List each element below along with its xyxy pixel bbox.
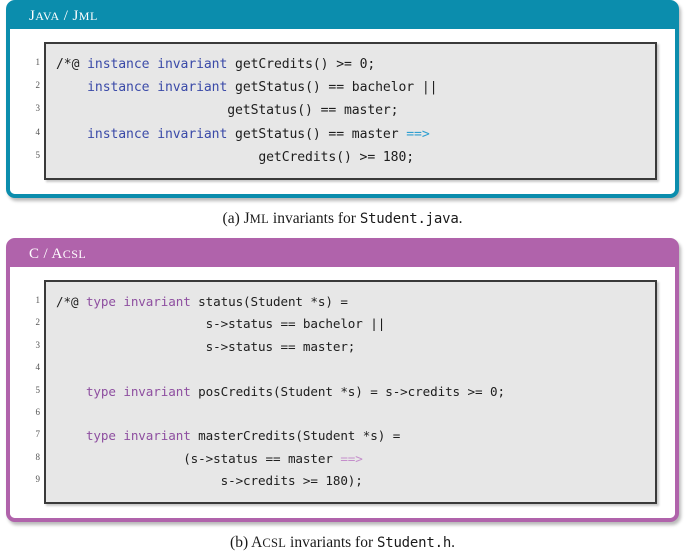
caption-spec-rest-a: ML [249,212,270,227]
code-token-plain [56,428,86,443]
caption-label-b: (b) [230,533,252,551]
code-token-plain: /*@ [56,294,86,309]
panel-header-spec-initial-b: A [51,246,63,262]
code-token-plain: getCredits() >= 180; [56,149,415,165]
caption-filename-a: Student.java [359,211,459,228]
code-token-plain: s->status == master; [56,338,356,354]
code-text-jml: /*@ instance invariant getCredits() >= 0… [56,53,649,169]
code-token-plain: /*@ [56,57,88,72]
panel-body-acsl: 1 2 3 4 5 6 7 8 9 /*@ type invariant status(Stud… [10,267,675,518]
caption-end-b: . [451,533,455,551]
listing-panel-acsl: C / ACSL 1 2 3 4 5 6 7 8 9 /*@ type invariant st… [6,238,679,522]
code-token-plain: getStatus() == master; [56,103,399,119]
line-number: 3 [35,339,41,350]
line-number: 5 [35,149,41,160]
line-number: 1 [35,295,41,305]
line-number: 7 [35,429,41,440]
code-token-plain: posCredits(Student *s) = s->credits >= 0… [190,383,505,399]
code-token-plain: (s->status == master [56,450,341,466]
line-number: 1 [35,57,41,67]
code-token-plain [56,384,86,399]
code-token-keyword: type invariant [85,294,191,309]
line-number: 5 [35,384,41,395]
line-number: 9 [35,474,41,485]
caption-spec-initial-b: A [251,533,263,551]
code-listing-acsl: 1 2 3 4 5 6 7 8 9 /*@ type invariant status(Stud… [28,280,657,504]
panel-header-spec-rest-b: CSL [62,247,87,261]
caption-middle-b: invariants for [286,533,377,551]
panel-header-lang-initial: J [29,8,36,24]
figure-caption-jml: (a) JML invariants for Student.java. [0,198,685,228]
line-number: 8 [35,451,41,462]
caption-spec-initial-a: J [243,210,250,228]
caption-label-a: (a) [222,210,244,228]
code-text-acsl: /*@ type invariant status(Student *s) = … [56,291,649,493]
code-token-keyword: instance invariant [87,126,228,142]
panel-header-spec-rest: ML [78,9,98,23]
caption-end-a: . [458,210,463,228]
panel-header-separator-b: / [39,246,52,262]
line-number: 3 [35,103,41,114]
code-listing-jml: 1 2 3 4 5 /*@ instance invariant getCredits(… [28,42,657,181]
code-token-arrow: ==> [340,450,363,466]
caption-middle-a: invariants for [269,210,360,228]
code-token-plain: s->status == bachelor || [56,316,386,332]
panel-header-jml: JAVA / JML [9,3,676,29]
code-token-keyword: instance invariant [87,57,228,72]
code-token-plain [56,80,87,95]
code-token-keyword: instance invariant [87,80,228,96]
line-number-gutter-jml: 1 2 3 4 5 [28,42,44,180]
code-token-plain: masterCredits(Student *s) = [190,428,401,444]
code-box-acsl: /*@ type invariant status(Student *s) = … [44,280,657,504]
line-number: 4 [35,126,41,137]
code-token-plain: status(Student *s) = [190,294,348,309]
line-number: 2 [35,317,41,328]
code-token-keyword: type invariant [85,428,191,444]
panel-header-separator: / [59,8,73,24]
code-box-jml: /*@ instance invariant getCredits() >= 0… [44,42,657,181]
code-token-plain: s->credits >= 180); [56,473,363,489]
panel-header-acsl: C / ACSL [9,241,676,267]
caption-spec-rest-b: CSL [262,535,287,550]
code-token-keyword: type invariant [85,383,191,399]
panel-header-lang-rest: AVA [35,9,60,23]
line-number: 6 [35,406,41,417]
panel-header-spec-initial: J [72,8,79,24]
figure-caption-acsl: (b) ACSL invariants for Student.h. [0,522,685,552]
code-token-plain [56,127,87,142]
line-number-gutter-acsl: 1 2 3 4 5 6 7 8 9 [28,280,44,504]
line-number: 4 [35,362,41,373]
caption-filename-b: Student.h [377,534,452,551]
line-number: 2 [35,80,41,91]
code-token-arrow: ==> [406,126,430,142]
code-token-plain: getStatus() == bachelor || [227,80,438,96]
panel-header-lang-initial-b: C [29,246,40,262]
panel-body-jml: 1 2 3 4 5 /*@ instance invariant getCredits(… [10,29,675,195]
code-token-plain: getStatus() == master [227,126,407,142]
code-token-plain: getCredits() >= 0; [227,57,376,72]
